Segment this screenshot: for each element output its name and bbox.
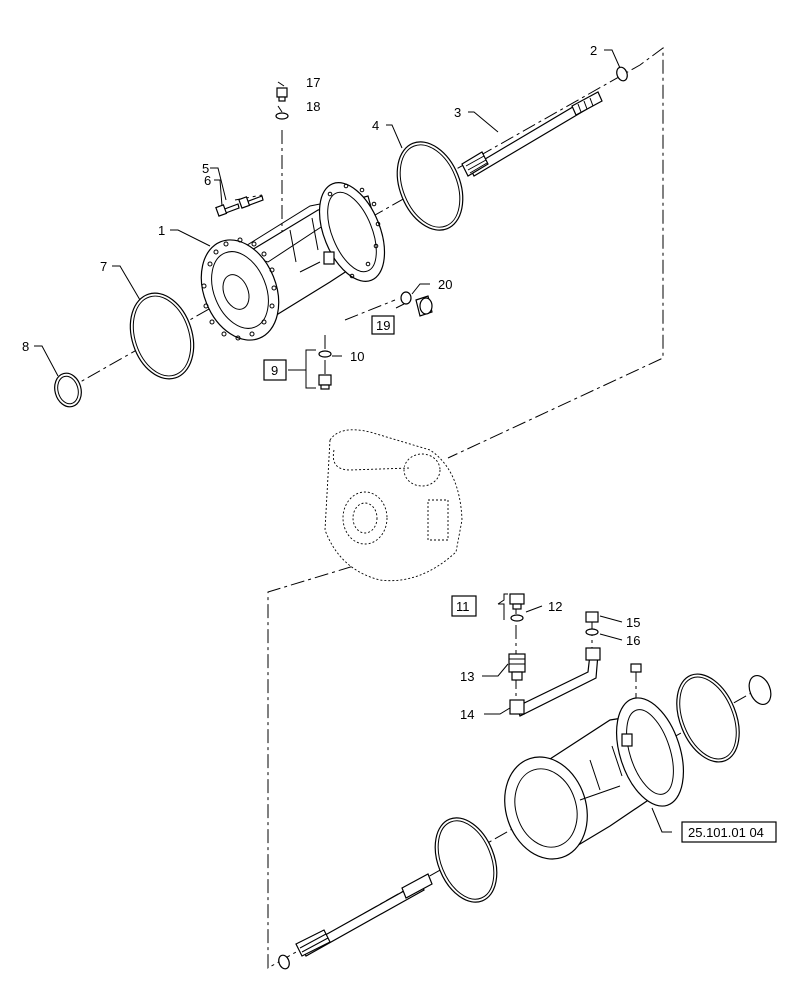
part-13-fitting[interactable] — [508, 653, 526, 681]
bottom-small-o-ring-right[interactable] — [745, 672, 775, 707]
bottom-snap-ring[interactable] — [277, 954, 291, 971]
callout-16: 16 — [626, 633, 640, 648]
callout-9: 9 — [271, 363, 278, 378]
callout-4: 4 — [372, 118, 379, 133]
part-6-bolt[interactable] — [215, 203, 240, 217]
bottom-large-o-ring-left[interactable] — [424, 809, 509, 912]
part-16-washer[interactable] — [585, 628, 599, 636]
part-5-bolt[interactable] — [238, 195, 264, 209]
callout-1: 1 — [158, 223, 165, 238]
part-11-plug[interactable] — [509, 593, 525, 610]
ghost-differential-housing — [324, 429, 463, 582]
callout-7: 7 — [100, 259, 107, 274]
part-15-plug[interactable] — [585, 611, 599, 623]
bottom-small-plug[interactable] — [630, 663, 642, 673]
part-3-axle-shaft[interactable] — [461, 91, 603, 177]
part-10-washer[interactable] — [318, 350, 332, 358]
callout-14: 14 — [460, 707, 474, 722]
assembly-axis-lines — [65, 47, 761, 969]
callout-10: 10 — [350, 349, 364, 364]
part-17-plug[interactable] — [276, 87, 288, 102]
callout-20: 20 — [438, 277, 452, 292]
part-14-brake-line[interactable] — [509, 647, 601, 717]
part-1-axle-housing[interactable] — [187, 173, 397, 351]
part-12-washer[interactable] — [510, 614, 524, 622]
bottom-large-o-ring-right[interactable] — [665, 665, 751, 771]
right-axle-housing-assembly[interactable] — [492, 689, 696, 869]
callout-12: 12 — [548, 599, 562, 614]
part-7-large-o-ring[interactable] — [120, 285, 204, 387]
callout-18: 18 — [306, 99, 320, 114]
boxed-callout-9: 9 — [263, 359, 287, 381]
boxed-callout-19: 19 — [371, 315, 395, 335]
reference-box[interactable]: 25.101.01 04 — [681, 821, 777, 843]
callout-15: 15 — [626, 615, 640, 630]
reference-label: 25.101.01 04 — [688, 825, 764, 840]
part-18-washer[interactable] — [275, 112, 289, 120]
callout-17: 17 — [306, 75, 320, 90]
leader-lines — [34, 49, 672, 833]
part-20-breather[interactable] — [400, 291, 433, 317]
boxed-callout-11: 11 — [451, 595, 477, 617]
callout-labels: 2 3 4 5 6 1 7 8 17 18 20 10 12 15 16 13 … — [22, 43, 640, 722]
callout-19: 19 — [376, 318, 390, 333]
part-2-snap-ring[interactable] — [615, 66, 629, 83]
callout-8: 8 — [22, 339, 29, 354]
bottom-axle-shaft[interactable] — [295, 873, 433, 957]
callout-5: 5 — [202, 161, 209, 176]
callout-13: 13 — [460, 669, 474, 684]
part-8-small-o-ring[interactable] — [51, 370, 85, 410]
callout-3: 3 — [454, 105, 461, 120]
part-4-large-o-ring[interactable] — [385, 132, 475, 240]
callout-6: 6 — [204, 173, 211, 188]
part-9-drain-plug[interactable] — [318, 374, 332, 390]
callout-11: 11 — [456, 599, 470, 614]
callout-2: 2 — [590, 43, 597, 58]
